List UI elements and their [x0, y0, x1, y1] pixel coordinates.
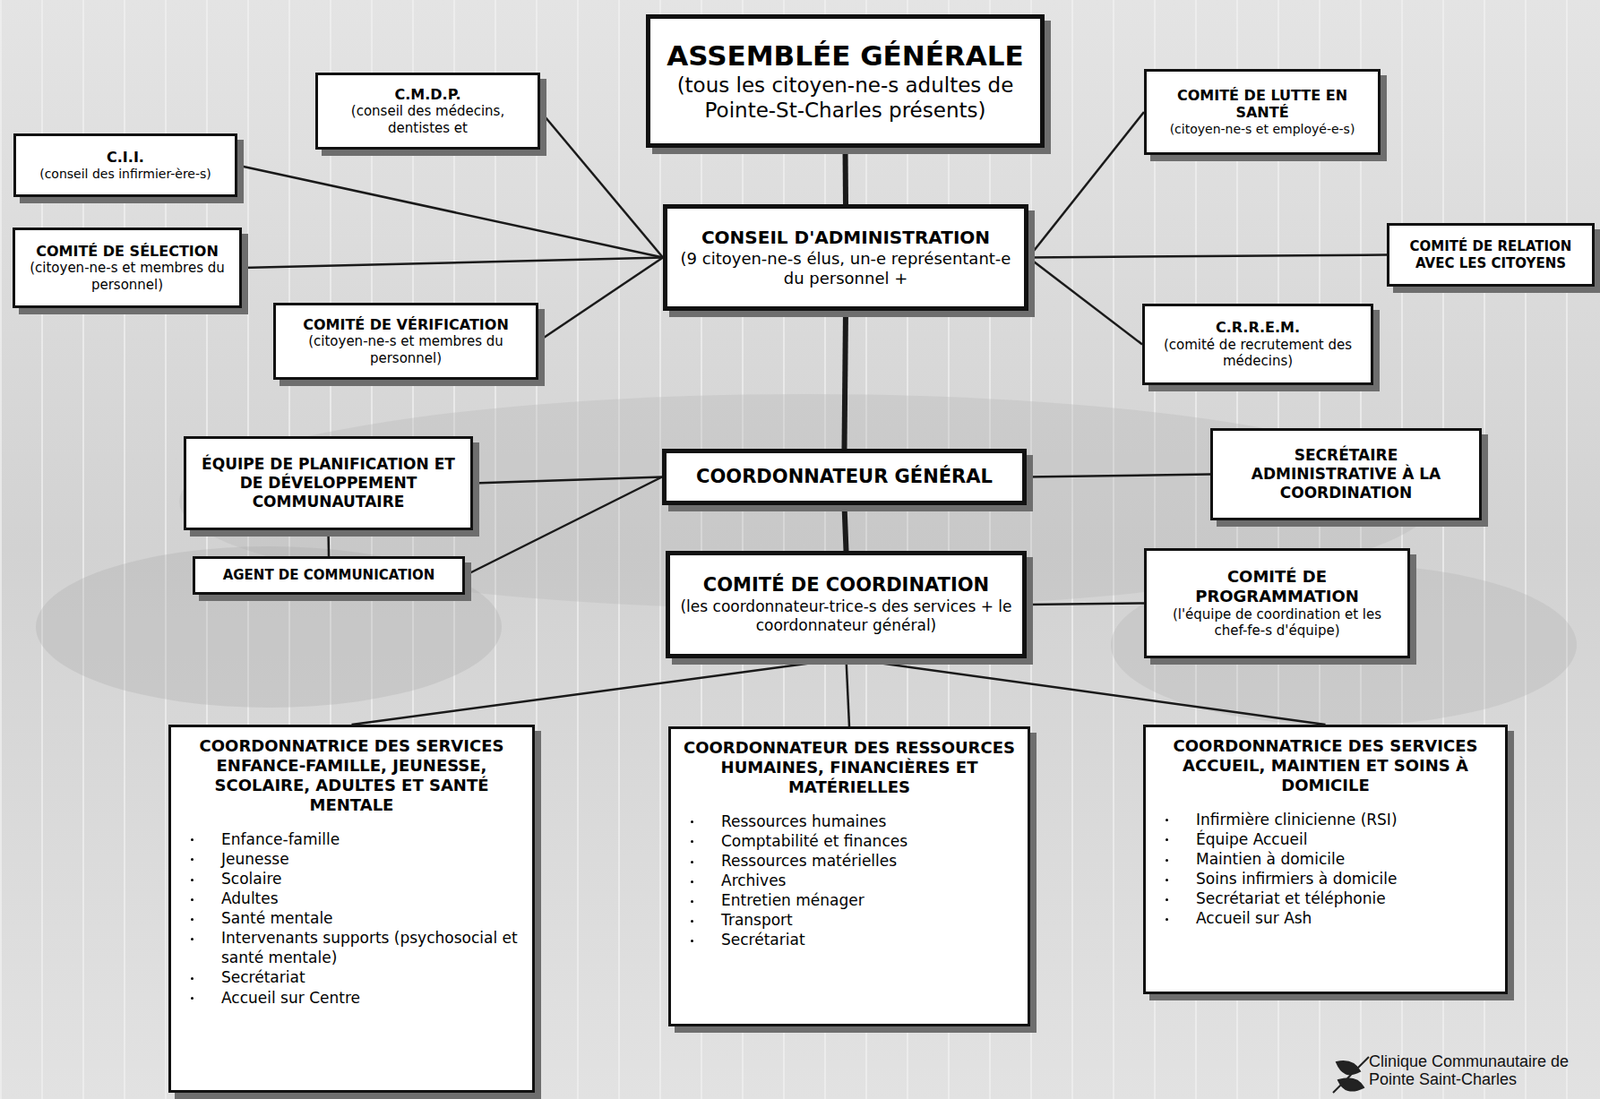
box-heading: COMITÉ DE SÉLECTION: [24, 242, 231, 261]
org-box: COMITÉ DE PROGRAMMATION(l'équipe de coor…: [1144, 548, 1411, 659]
box-heading: COORDONNATRICE DES SERVICES ACCUEIL, MAI…: [1154, 736, 1497, 796]
list-item: Jeunesse: [180, 849, 524, 869]
list-item: Infirmière clinicienne (RSI): [1154, 809, 1497, 830]
list-item: Ressources humaines: [679, 811, 1019, 832]
box-heading: C.R.R.E.M.: [1153, 318, 1362, 337]
box-note: (citoyen-ne-s et membres du personnel): [24, 259, 231, 293]
list-item: Secrétariat: [180, 967, 524, 988]
box-note: (l'équipe de coordination et les chef-fe…: [1155, 606, 1399, 640]
box-heading: COORDONNATRICE DES SERVICES ENFANCE-FAMI…: [180, 736, 524, 816]
list-item: Ressources matérielles: [679, 851, 1019, 871]
org-box: C.M.D.P.(conseil des médecins, dentistes…: [315, 72, 541, 150]
connector-line: [352, 658, 847, 725]
box-note: (tous les citoyen-ne-s adultes de Pointe…: [659, 72, 1032, 123]
list-item: Accueil sur Centre: [180, 988, 524, 1008]
org-box: COORDONNATEUR GÉNÉRAL: [662, 448, 1027, 506]
org-box: COMITÉ DE RELATION AVEC LES CITOYENS: [1386, 223, 1595, 287]
org-box: COORDONNATRICE DES SERVICES ACCUEIL, MAI…: [1143, 724, 1508, 995]
org-box: C.R.R.E.M.(comité de recrutement des méd…: [1142, 303, 1374, 386]
list-item: Accueil sur Ash: [1154, 908, 1497, 929]
connector-line: [1026, 474, 1211, 478]
box-heading: C.M.D.P.: [326, 86, 529, 104]
list-item: Maintien à domicile: [1154, 849, 1497, 869]
org-box: C.I.I.(conseil des infirmier-ère-s): [13, 133, 238, 198]
connector-line: [326, 530, 330, 557]
connector-line: [846, 658, 1326, 725]
box-heading: CONSEIL D'ADMINISTRATION: [676, 226, 1016, 249]
list-item: Archives: [679, 870, 1019, 891]
list-item: Scolaire: [180, 868, 524, 889]
connector-line: [538, 258, 663, 343]
box-heading: COMITÉ DE RELATION AVEC LES CITOYENS: [1398, 238, 1583, 272]
connector-line: [237, 165, 663, 259]
org-box: ÉQUIPE DE PLANIFICATION ET DE DÉVELOPPEM…: [183, 436, 474, 531]
box-note: (9 citoyen-ne-s élus, un-e représentant-…: [676, 249, 1016, 289]
connector-line: [464, 477, 663, 577]
box-note: (citoyen-ne-s et membres du personnel): [284, 333, 527, 367]
box-note: (conseil des médecins, dentistes et: [326, 103, 529, 137]
connector-line: [1028, 255, 1387, 259]
list-item: Adultes: [180, 888, 524, 909]
list-item: Comptabilité et finances: [679, 831, 1019, 852]
box-heading: COORDONNATEUR GÉNÉRAL: [675, 465, 1014, 490]
org-box: COMITÉ DE COORDINATION(les coordonnateur…: [665, 550, 1027, 659]
list-item: Transport: [679, 910, 1019, 930]
box-note: (conseil des infirmier-ère-s): [25, 166, 226, 182]
box-heading: COMITÉ DE COORDINATION: [679, 574, 1014, 598]
list-item: Secrétariat: [679, 929, 1019, 950]
box-heading: COORDONNATEUR DES RESSOURCES HUMAINES, F…: [679, 738, 1019, 798]
list-item: Secrétariat et téléphonie: [1154, 888, 1497, 909]
org-box: COORDONNATRICE DES SERVICES ENFANCE-FAMI…: [168, 724, 535, 1093]
logo-text: Clinique Communautaire de Pointe Saint-C…: [1368, 1053, 1595, 1090]
connector-line: [846, 658, 851, 727]
org-box: COMITÉ DE SÉLECTION(citoyen-ne-s et memb…: [12, 227, 242, 309]
connector-line: [843, 147, 850, 205]
connector-line: [1026, 603, 1145, 606]
list-item: Enfance-famille: [180, 829, 524, 850]
connector-line: [1028, 111, 1145, 259]
box-note: (les coordonnateur-trice-s des services …: [679, 597, 1014, 635]
list-item: Entretien ménager: [679, 890, 1019, 911]
org-box: COMITÉ DE VÉRIFICATION(citoyen-ne-s et m…: [273, 302, 539, 380]
box-note: (citoyen-ne-s et employé-e-s): [1155, 121, 1369, 138]
connector-line: [473, 477, 663, 484]
box-heading: ÉQUIPE DE PLANIFICATION ET DE DÉVELOPPEM…: [195, 455, 462, 511]
org-box: ASSEMBLÉE GÉNÉRALE(tous les citoyen-ne-s…: [645, 14, 1045, 148]
box-heading: COMITÉ DE VÉRIFICATION: [284, 316, 527, 335]
list-item: Intervenants supports (psychosocial et s…: [180, 928, 524, 968]
box-heading: SECRÉTAIRE ADMINISTRATIVE À LA COORDINAT…: [1221, 446, 1471, 502]
box-heading: AGENT DE COMMUNICATION: [204, 567, 454, 584]
list-item: Soins infirmiers à domicile: [1154, 868, 1497, 889]
box-heading: C.I.I.: [25, 148, 226, 167]
org-box: CONSEIL D'ADMINISTRATION(9 citoyen-ne-s …: [662, 204, 1029, 311]
list-item: Santé mentale: [180, 908, 524, 929]
connector-line: [1028, 258, 1143, 345]
connector-line: [241, 258, 663, 269]
connector-line: [844, 505, 847, 551]
box-heading: ASSEMBLÉE GÉNÉRALE: [659, 39, 1032, 74]
list-item: Équipe Accueil: [1154, 829, 1497, 850]
org-box: AGENT DE COMMUNICATION: [192, 556, 465, 595]
org-box: COMITÉ DE LUTTE EN SANTÉ(citoyen-ne-s et…: [1144, 68, 1381, 155]
box-note: (comité de recrutement des médecins): [1153, 336, 1362, 370]
box-heading: COMITÉ DE LUTTE EN SANTÉ: [1155, 86, 1369, 122]
box-heading: COMITÉ DE PROGRAMMATION: [1155, 567, 1399, 607]
org-box: COORDONNATEUR DES RESSOURCES HUMAINES, F…: [668, 726, 1031, 1027]
connector-line: [844, 310, 847, 449]
org-box: SECRÉTAIRE ADMINISTRATIVE À LA COORDINAT…: [1210, 428, 1482, 521]
